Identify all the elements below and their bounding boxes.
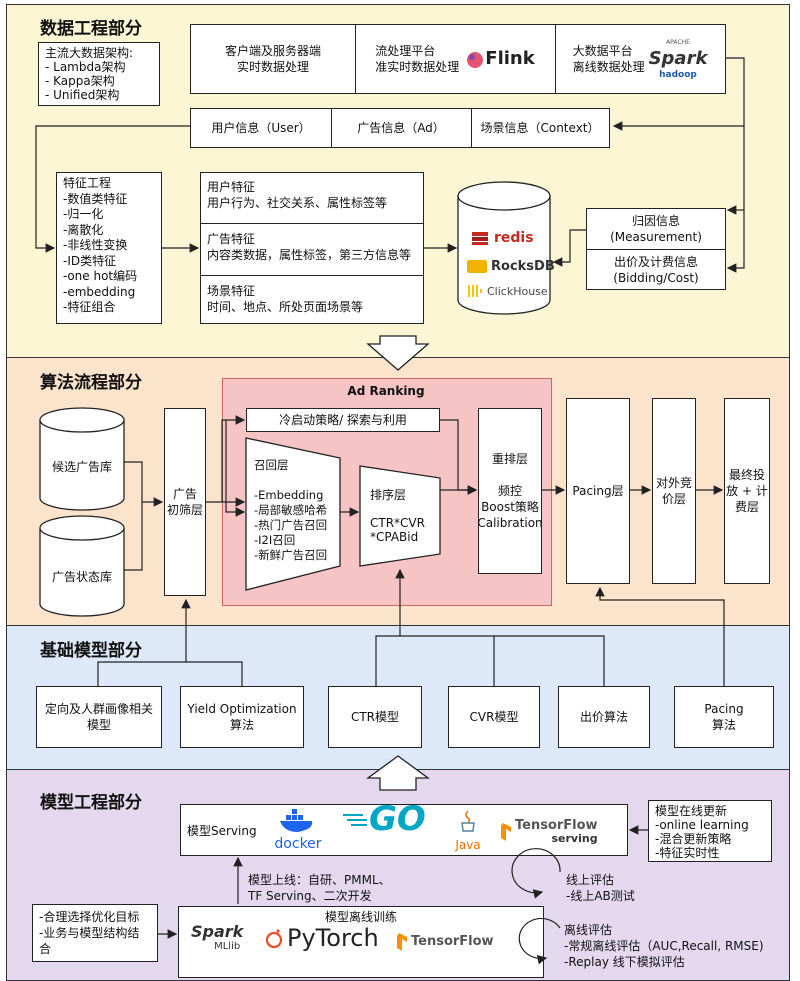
- data-processing-box: 客户端及服务器端 实时数据处理 流处理平台 准实时数据处理 Flink 大数据平…: [190, 24, 726, 94]
- ctr-model: CTR模型: [328, 686, 422, 748]
- java-cup-icon: [461, 810, 475, 832]
- ad-ranking-title: Ad Ranking: [347, 384, 425, 398]
- ad-features: 广告特征 内容类数据，属性标签，第三方信息等: [207, 232, 412, 262]
- clickhouse-logo: ClickHouse: [468, 284, 548, 298]
- clickhouse-bars-icon: [468, 285, 482, 297]
- spark-mllib-logo: Spark MLlib: [191, 922, 244, 954]
- data-section-title: 数据工程部分: [40, 19, 142, 39]
- tf-serving-logo: TensorFlow serving: [495, 819, 598, 845]
- java-text: Java: [455, 838, 481, 852]
- final-delivery-layer: 最终投 放 + 计 费层: [724, 398, 770, 584]
- tensorflow-training-icon: [397, 933, 407, 951]
- offline-training-title: 模型离线训练: [324, 910, 397, 924]
- tensorflow-logo: TensorFlow: [391, 933, 494, 951]
- spark-logo: Spark: [648, 48, 708, 69]
- model-section-title: 模型工程部分: [40, 793, 142, 813]
- auction-layer: 对外竞 价层: [652, 398, 696, 584]
- ranking-layer: 排序层 CTR*CVR *CPABid: [370, 488, 425, 544]
- cold-start-strategy: 冷启动策略/ 探索与利用: [246, 408, 440, 432]
- model-serving-box: 模型Serving docker GO Java TensorFlow serv…: [180, 799, 628, 856]
- flink-text: Flink: [485, 48, 535, 69]
- stream-processing: 流处理平台 准实时数据处理 Flink: [355, 25, 556, 93]
- spark-hadoop-logos: APACHE Spark hadoop: [649, 37, 708, 81]
- serving-label: 模型Serving: [187, 824, 257, 838]
- tf-text: TensorFlow: [515, 818, 598, 833]
- context-info: 场景信息（Context）: [480, 121, 600, 135]
- hadoop-logo: hadoop: [659, 70, 697, 80]
- pytorch-logo: PyTorch: [265, 924, 379, 952]
- clickhouse-text: ClickHouse: [487, 284, 548, 298]
- offline-eval-text: 离线评估 -常规离线评估（AUC,Recall, RMSE) -Replay 线…: [564, 923, 764, 969]
- java-logo: Java: [453, 809, 483, 851]
- flink-logo: Flink: [465, 48, 535, 69]
- yield-optimization: Yield Optimization 算法: [180, 686, 304, 748]
- batch-processing: 大数据平台 离线数据处理 APACHE Spark hadoop: [555, 25, 725, 93]
- go-speed-lines-icon: [343, 814, 367, 826]
- realtime-processing: 客户端及服务器端 实时数据处理: [191, 25, 356, 93]
- rocksdb-icon: [467, 260, 487, 273]
- flink-squirrel-icon: [467, 52, 484, 68]
- mllib-text: MLlib: [214, 941, 241, 952]
- optimization-box: -合理选择优化目标 -业务与模型结构结合: [32, 904, 158, 962]
- rocksdb-text: RocksDB: [491, 258, 555, 274]
- tensorflow-training-text: TensorFlow: [411, 934, 494, 949]
- redis-logo: redis: [470, 230, 534, 246]
- base-section-title: 基础模型部分: [40, 641, 142, 661]
- stream-processing-label: 流处理平台 准实时数据处理: [375, 44, 460, 74]
- pacing-algorithm: Pacing 算法: [674, 686, 774, 748]
- bid-algorithm: 出价算法: [558, 686, 650, 748]
- offline-training-box: 模型离线训练 Spark MLlib PyTorch TensorFlow: [178, 906, 544, 978]
- algo-section-title: 算法流程部分: [40, 373, 142, 393]
- rocksdb-logo: RocksDB: [466, 257, 555, 275]
- info-bar: 用户信息（User） 广告信息（Ad） 场景信息（Context）: [190, 108, 610, 148]
- online-update-box: 模型在线更新 -online learning -混合更新策略 -特征实时性: [648, 800, 772, 862]
- pytorch-text: PyTorch: [287, 924, 379, 952]
- docker-logo: docker: [273, 809, 323, 851]
- batch-processing-label: 大数据平台 离线数据处理: [572, 44, 645, 74]
- go-logo: GO: [343, 799, 426, 839]
- recall-layer: 召回层 -Embedding -局部敏感哈希 -热门广告召回 -I2I召回 -新…: [254, 458, 328, 562]
- user-info: 用户信息（User）: [191, 109, 332, 147]
- targeting-model: 定向及人群画像相关 模型: [36, 686, 162, 748]
- bidding-info: 出价及计费信息 (Bidding/Cost): [613, 255, 699, 285]
- apache-text: APACHE: [666, 39, 690, 46]
- pacing-layer: Pacing层: [566, 398, 630, 584]
- deploy-text: 模型上线：自研、PMML、 TF Serving、二次开发: [248, 873, 391, 903]
- feature-engineering-box: 特征工程 -数值类特征 -归一化 -离散化 -非线性变换 -ID类特征 -one…: [56, 172, 162, 324]
- rerank-layer: 重排层 频控 Boost策略 Calibration: [477, 408, 543, 574]
- candidate-ad-db: 候选广告库: [51, 459, 112, 474]
- cvr-model: CVR模型: [448, 686, 540, 748]
- tf-serving-text: serving: [551, 832, 598, 845]
- spark-mllib-text: Spark: [191, 922, 244, 941]
- ad-info: 广告信息（Ad）: [331, 109, 472, 147]
- pytorch-flame-icon: [265, 929, 283, 949]
- feature-types-box: 用户特征 用户行为、社交关系、属性标签等 广告特征 内容类数据，属性标签，第三方…: [200, 172, 424, 324]
- attribution-info: 归因信息 (Measurement): [587, 209, 725, 250]
- attribution-bidding-box: 归因信息 (Measurement) 出价及计费信息 (Bidding/Cost…: [586, 208, 726, 290]
- redis-text: redis: [494, 230, 534, 246]
- big-data-architecture-box: 主流大数据架构: - Lambda架构 - Kappa架构 - Unified架…: [38, 42, 160, 106]
- ad-status-db: 广告状态库: [51, 569, 112, 584]
- redis-cube-icon: [472, 232, 488, 245]
- tensorflow-icon: [501, 823, 511, 841]
- online-eval-text: 线上评估 -线上AB测试: [566, 873, 635, 903]
- prefilter-layer: 广告 初筛层: [164, 408, 206, 596]
- docker-whale-icon: [280, 809, 313, 832]
- scene-features: 场景特征 时间、地点、所处页面场景等: [207, 284, 364, 314]
- docker-text: docker: [274, 836, 322, 852]
- go-text: GO: [369, 799, 426, 839]
- user-features: 用户特征 用户行为、社交关系、属性标签等: [207, 180, 388, 210]
